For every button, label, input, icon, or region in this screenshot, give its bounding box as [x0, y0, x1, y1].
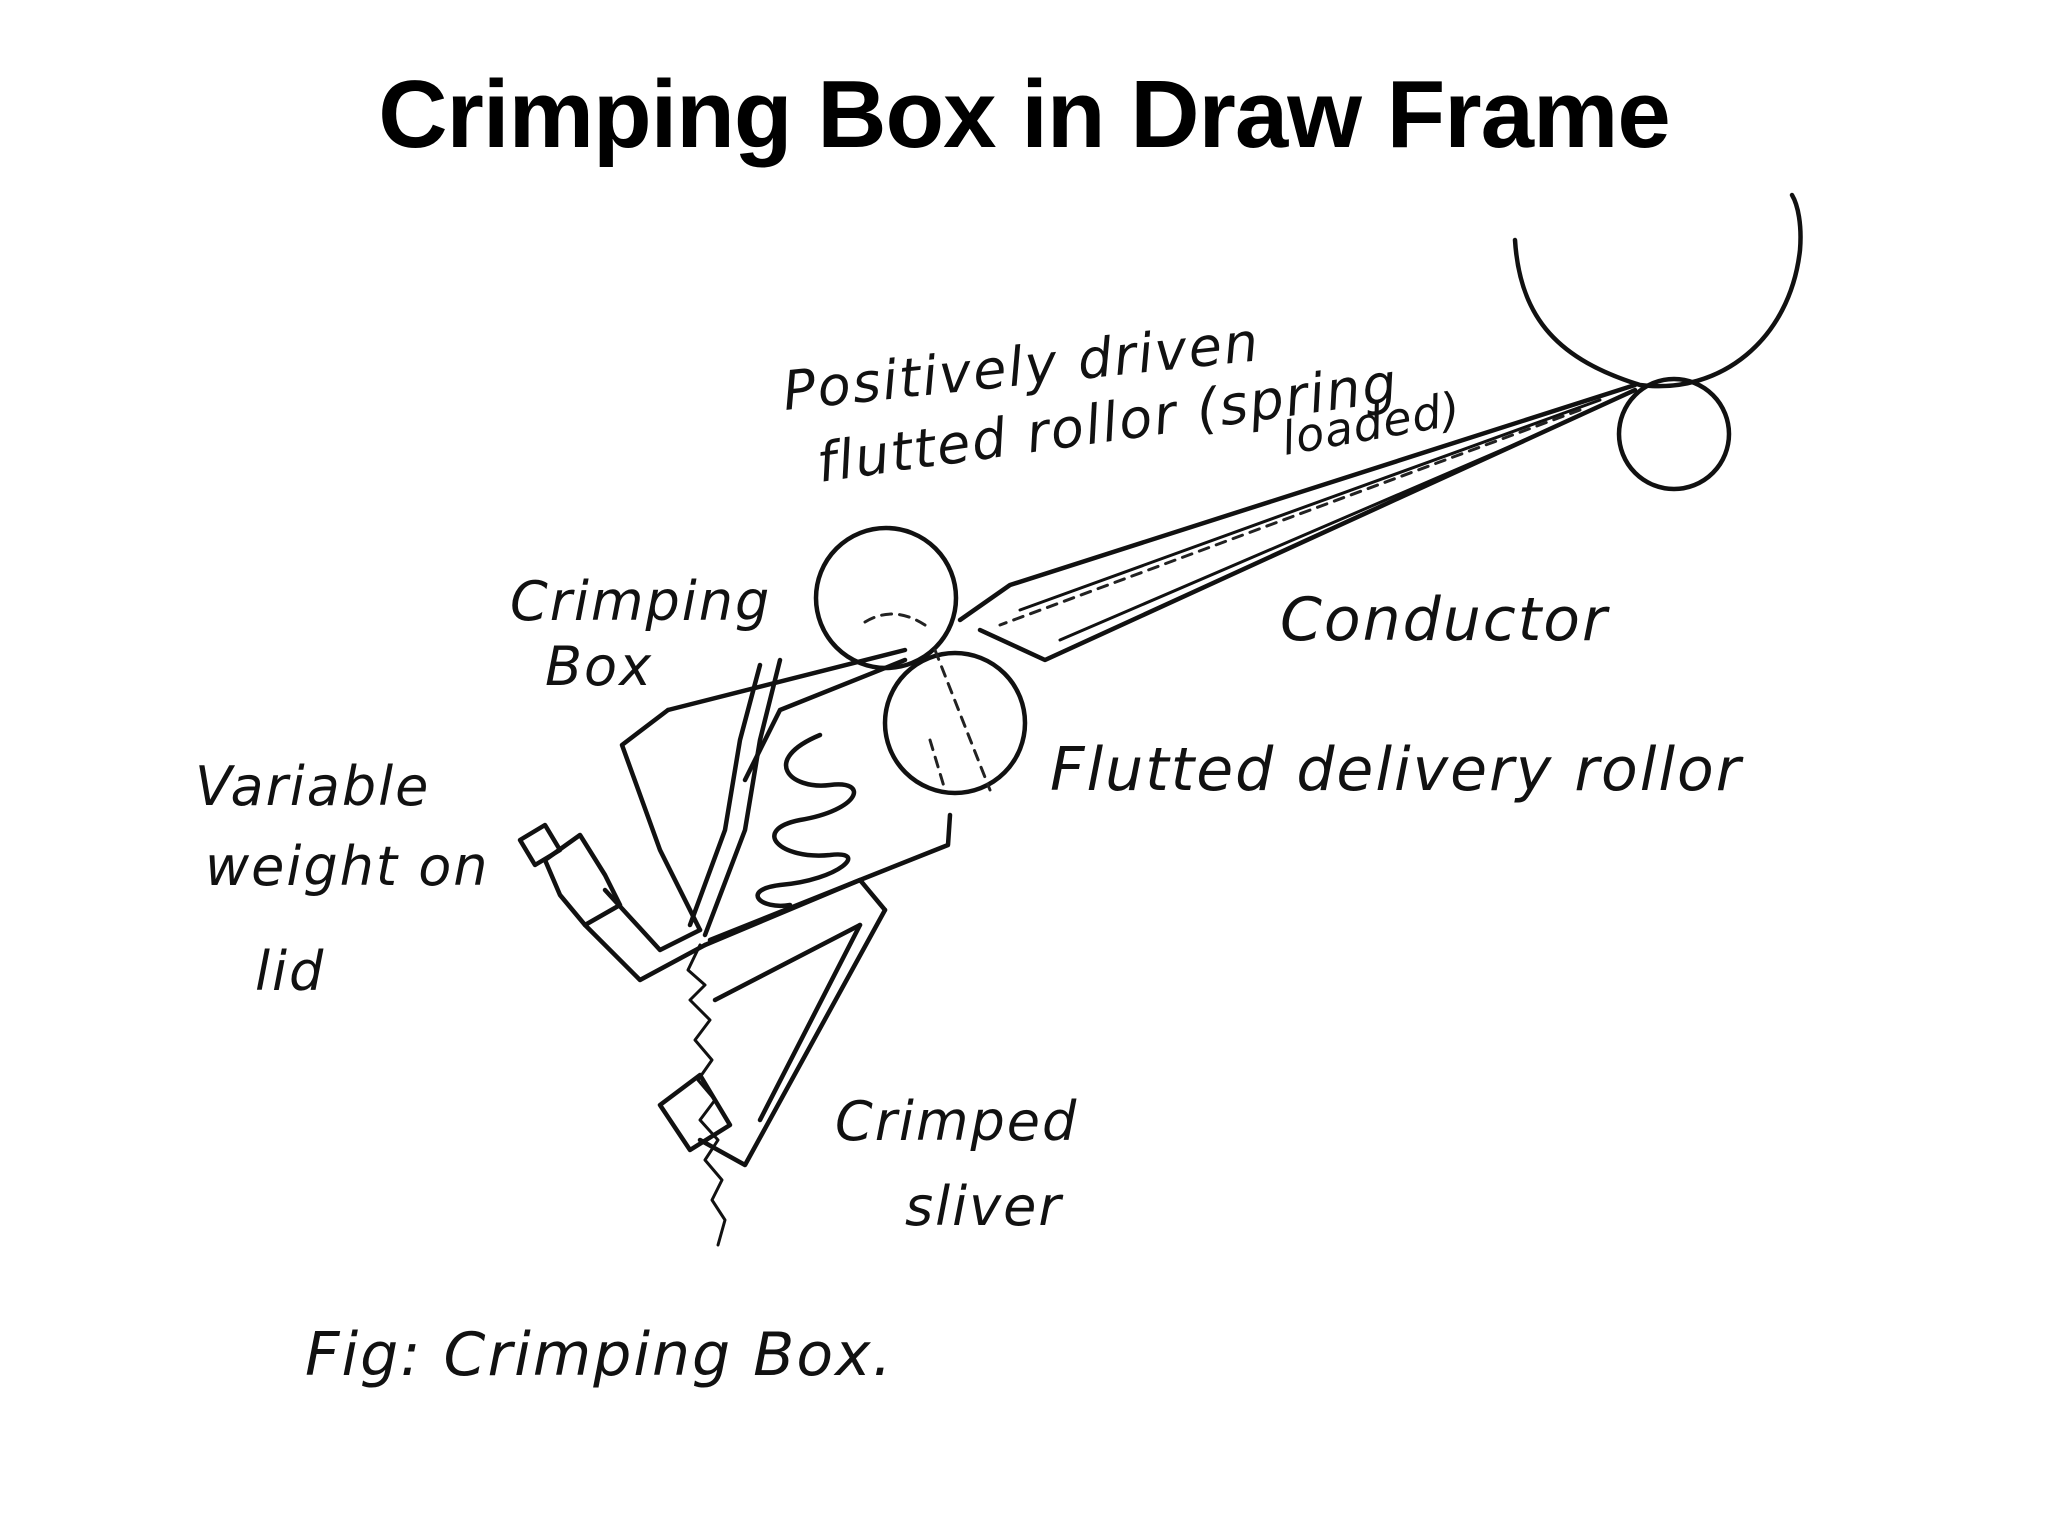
label-variable-weight-line2: weight on — [205, 835, 490, 898]
lid-weight — [517, 822, 708, 983]
label-positively-driven: Positively driven flutted rollor (spring… — [780, 310, 1465, 495]
conductor-trumpet — [957, 382, 1638, 663]
label-variable-weight-line1: Variable — [195, 755, 430, 818]
label-crimping-box-line2: Box — [545, 635, 653, 698]
label-crimped-sliver-line2: sliver — [905, 1175, 1063, 1238]
label-crimping-box-line1: Crimping — [510, 570, 771, 633]
large-roller-arc — [1512, 192, 1803, 389]
slide-title: Crimping Box in Draw Frame — [378, 61, 1671, 168]
label-conductor: Conductor — [1280, 585, 1610, 655]
fluted-delivery-roller — [882, 650, 1028, 796]
label-variable-weight-line3: lid — [255, 940, 325, 1003]
small-top-roller — [1616, 376, 1732, 492]
crimping-box — [619, 647, 953, 943]
crimped-sliver-channel — [657, 877, 888, 1247]
label-crimped-sliver-line1: Crimped — [835, 1090, 1078, 1153]
figure-caption: Fig: Crimping Box. — [305, 1320, 894, 1390]
positively-driven-roller — [813, 525, 959, 671]
label-fluted-delivery-roller: Flutted delivery rollor — [1050, 735, 1744, 805]
